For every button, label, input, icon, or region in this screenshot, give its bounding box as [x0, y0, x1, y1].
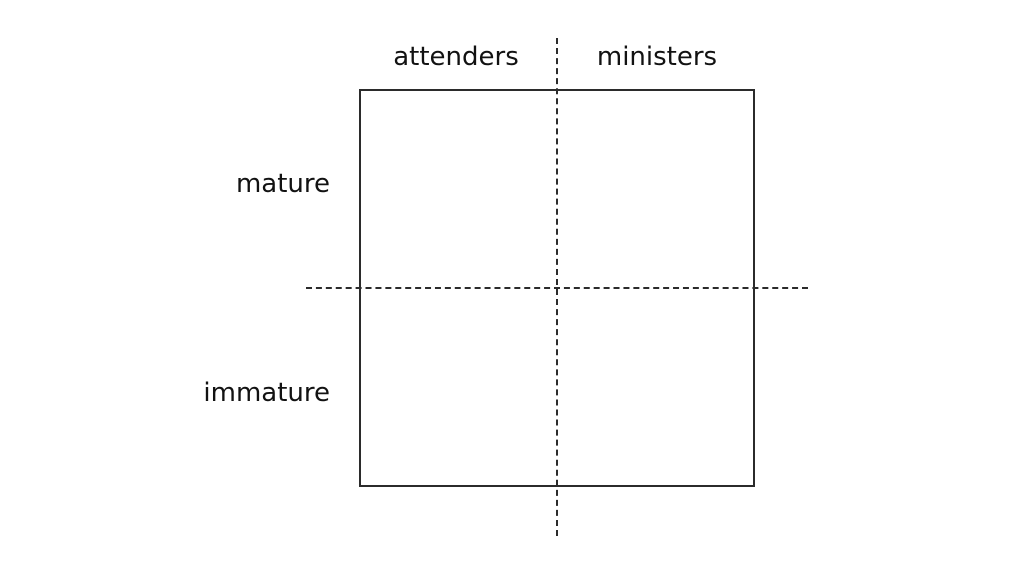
horizontal-dashed-divider	[306, 287, 808, 289]
column-label-ministers: ministers	[596, 42, 718, 72]
column-label-attenders: attenders	[393, 42, 519, 72]
row-label-immature: immature	[203, 378, 330, 408]
row-label-mature: mature	[235, 169, 330, 199]
